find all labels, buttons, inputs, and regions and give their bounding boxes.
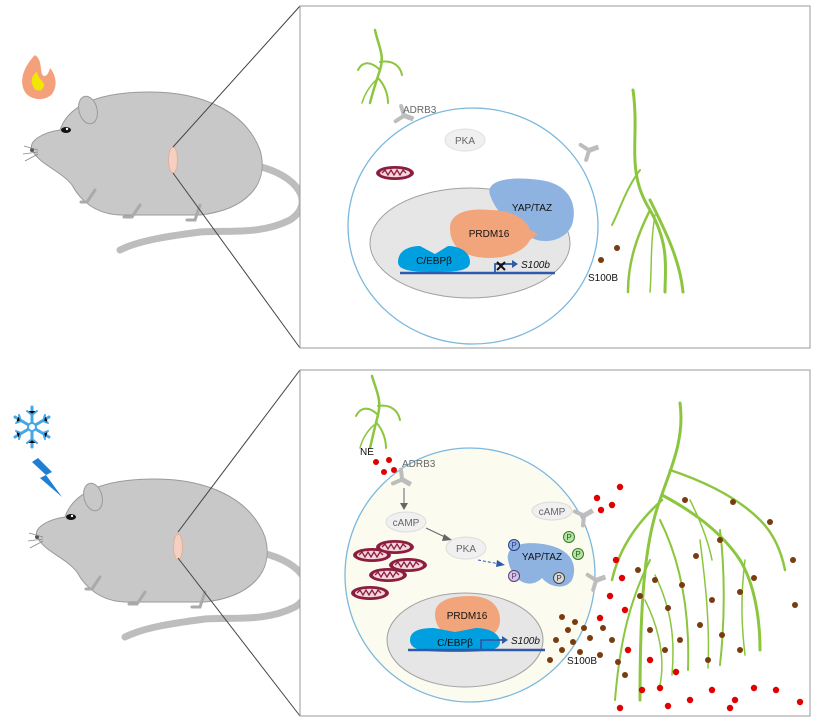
top-pka-bubble [444,128,486,152]
mitochondria-icon [375,165,415,181]
phospho-badge: P [508,570,520,582]
bottom-cebp-label: C/EBPβ [437,638,473,649]
ne-dot [373,459,379,465]
snowflake-icon [13,405,51,449]
bottom-transcription-arrow [480,639,502,650]
lightning-icon [32,458,62,497]
s100b-dot [614,245,620,251]
svg-text:P: P [556,574,561,583]
top-gene-label: S100b [521,260,550,271]
bottom-mouse [28,479,307,637]
ne-dots-outside [593,483,804,712]
ne-dot [381,469,387,475]
ne-label: NE [360,447,374,458]
top-adrb3-label: ADRB3 [403,105,437,116]
bottom-nerve-large [610,401,787,702]
top-prdm16-shape [450,209,538,258]
zoom-line-bottom-2 [177,557,301,717]
svg-text:P: P [566,533,571,542]
bottom-adrb3-label: ADRB3 [402,459,436,470]
bottom-yap-taz-label: YAP/TAZ [522,552,562,563]
svg-text:P: P [511,541,516,550]
bottom-prdm16-label: PRDM16 [447,611,488,622]
arrow-to-camp [400,503,408,510]
mitochondria-icon [375,539,415,555]
top-pka-label: PKA [455,136,475,147]
arrow-to-yap [496,560,505,567]
bottom-pka-bubble [445,536,487,560]
fire-icon [22,55,56,100]
s100b-dots-outside [547,497,798,678]
arrow-to-pka [442,534,452,541]
top-cebp-shape [398,246,470,272]
bottom-pka-label: PKA [456,544,476,555]
mitochondria-icon [350,585,390,601]
top-nerve-small [357,28,403,105]
top-mouse [23,92,302,250]
top-yap-taz-label: YAP/TAZ [512,203,552,214]
zoom-line-bottom-1 [177,369,301,533]
s100b-dot [598,257,604,263]
phospho-badge: P [508,539,520,551]
camp-bubble-2 [531,501,573,521]
ne-dot [386,457,392,463]
bottom-cebp-shape [410,628,500,652]
zoom-line-top-2 [172,172,301,349]
camp-bubble-1 [385,511,427,533]
bottom-gene-label: S100b [511,636,540,647]
svg-text:P: P [575,550,580,559]
top-s100b-label: S100B [588,273,618,284]
camp-label-2: cAMP [539,507,566,518]
camp-label-1: cAMP [393,518,420,529]
phospho-badge: P [563,531,575,543]
phospho-badge: P [553,572,565,584]
bottom-nerve-small [355,374,401,450]
top-yap-taz-shape [489,178,574,242]
bottom-s100b-label: S100B [567,656,597,667]
zoom-line-top-1 [172,5,301,148]
phospho-badge: P [572,548,584,560]
mitochondria-icon [388,557,428,573]
top-nerve-large [611,88,685,294]
block-icon [496,261,506,271]
top-prdm16-label: PRDM16 [469,229,510,240]
top-cebp-label: C/EBPβ [416,256,452,267]
svg-text:P: P [511,572,516,581]
top-transcription-arrow [494,263,512,273]
ne-dot [391,467,397,473]
